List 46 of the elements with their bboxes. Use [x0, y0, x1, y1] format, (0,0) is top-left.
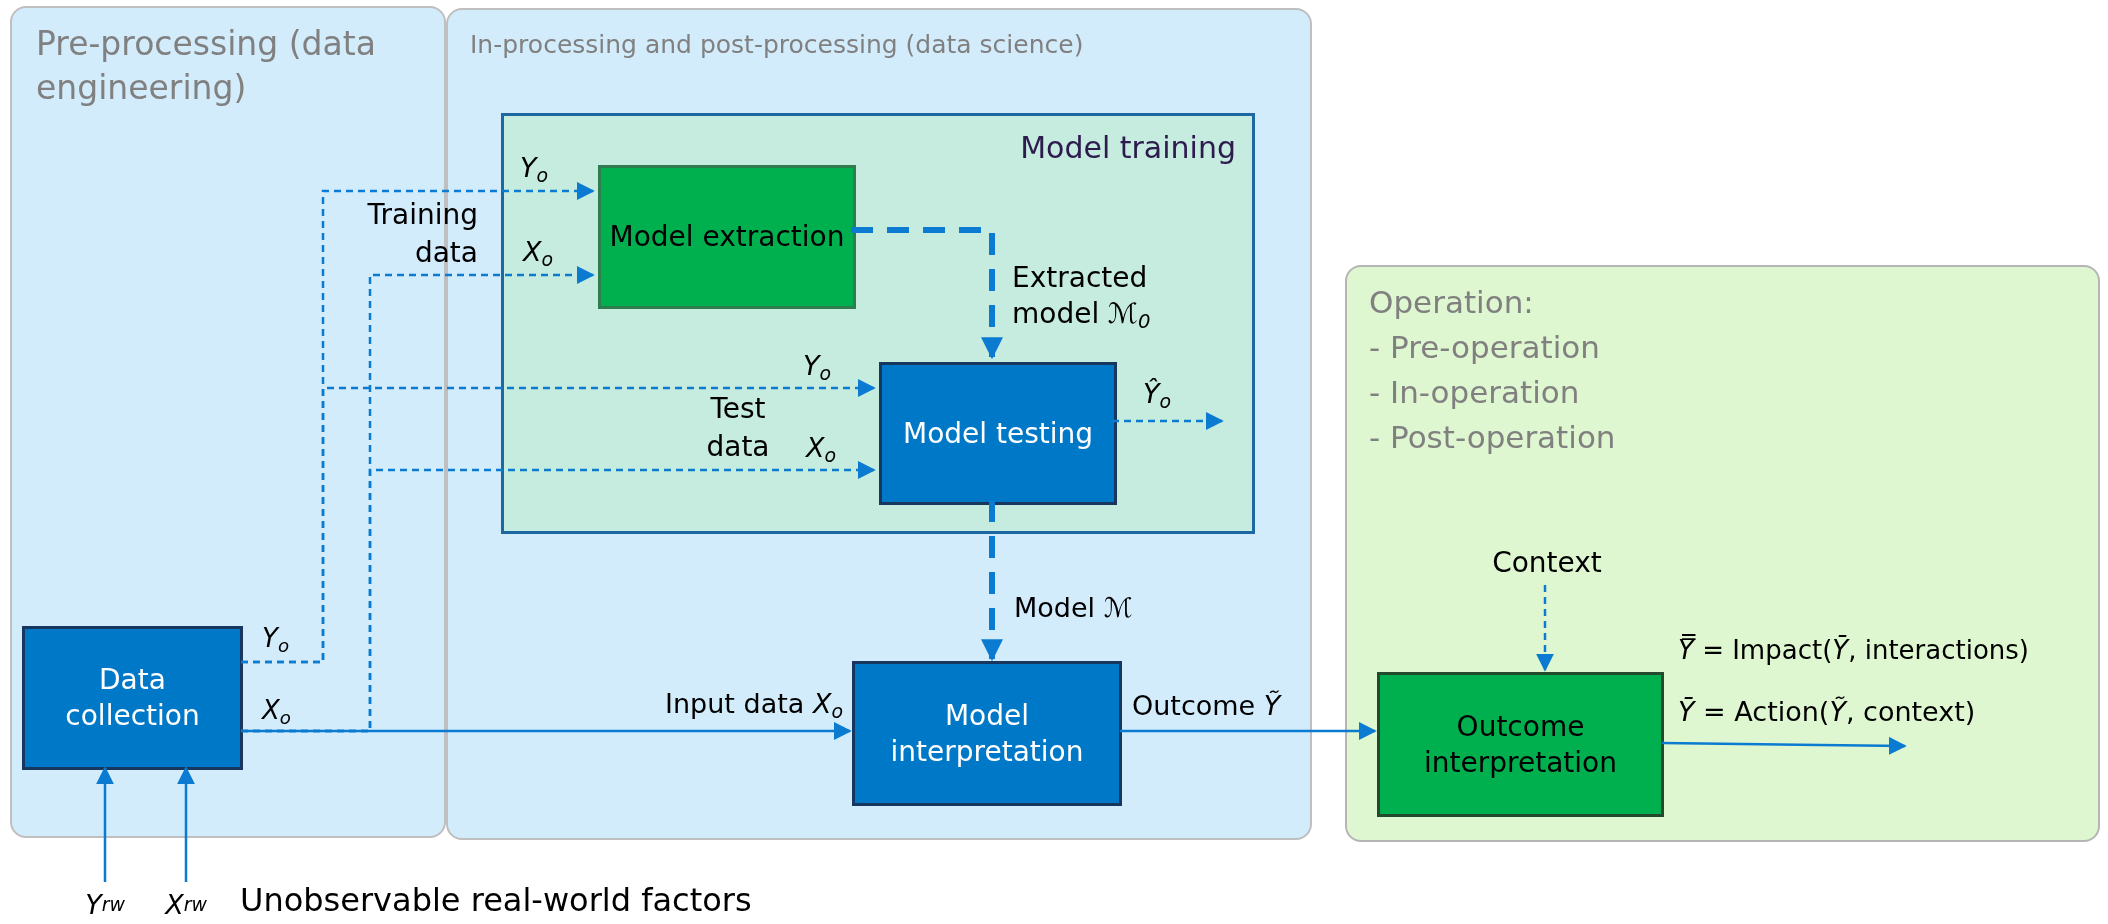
- list-item: - In-operation: [1369, 373, 1580, 412]
- arrow: [96, 766, 114, 882]
- variable-label: Y$_{o}$: [262, 622, 290, 658]
- arrow: [851, 227, 1003, 360]
- panel-title: Operation:: [1369, 283, 1534, 322]
- edge-label: Input data X$_{o}$: [665, 687, 843, 724]
- stage-panel: [1345, 265, 2100, 842]
- edge-label: Extracted model ℳ$_{0}$: [1012, 260, 1152, 335]
- panel-title: In-processing and post-processing (data science): [470, 29, 1084, 61]
- formula-label: Y̿ = Impact(Ȳ, interactions): [1678, 633, 2029, 667]
- arrow: [1120, 722, 1377, 740]
- arrow: [241, 722, 852, 740]
- box-label: Model testing: [901, 415, 1094, 452]
- edge-label: Outcome Ỹ: [1132, 689, 1281, 723]
- frame-title: Model training: [1020, 129, 1236, 167]
- edge-label: Ŷ$_{o}$: [1143, 377, 1172, 414]
- process-box: [598, 165, 856, 309]
- arrow: [1112, 412, 1224, 430]
- edge-label: X$_{o}$: [523, 235, 554, 272]
- data-label: Training data: [366, 197, 478, 271]
- edge-label: Ȳ = Action(Ỹ, context): [1678, 695, 1976, 729]
- arrow: [241, 379, 876, 664]
- box-label: Model extraction: [608, 219, 846, 255]
- process-box: [852, 661, 1122, 806]
- arrow: [1536, 585, 1554, 672]
- variable-label: X$_{o}$: [262, 694, 291, 730]
- box-label: Outcome interpretation: [1423, 708, 1618, 781]
- process-box: [879, 362, 1117, 505]
- edge-label: Y$_{o}$: [520, 151, 549, 188]
- edge-label: Model ℳ: [1014, 591, 1133, 625]
- edge-label: X$_{o}$: [806, 431, 837, 468]
- panel-title: Pre-processing (data engineering): [36, 23, 377, 109]
- arrow: [1662, 736, 1907, 755]
- box-label: Model interpretation: [889, 697, 1085, 770]
- edge-label: Y$_{o}$: [803, 349, 832, 386]
- process-box: [22, 626, 243, 770]
- group-frame: [501, 113, 1255, 534]
- list-item: - Post-operation: [1369, 418, 1616, 457]
- list-item: - Pre-operation: [1369, 328, 1600, 367]
- arrow: [981, 500, 1003, 662]
- box-label: Data collection: [64, 662, 201, 734]
- note-label: Unobservable real-world factors: [240, 882, 752, 918]
- variable-label: Context: [1480, 537, 1614, 587]
- arrow: [177, 766, 195, 882]
- data-label: Test data: [705, 391, 771, 465]
- process-box: [1377, 672, 1664, 817]
